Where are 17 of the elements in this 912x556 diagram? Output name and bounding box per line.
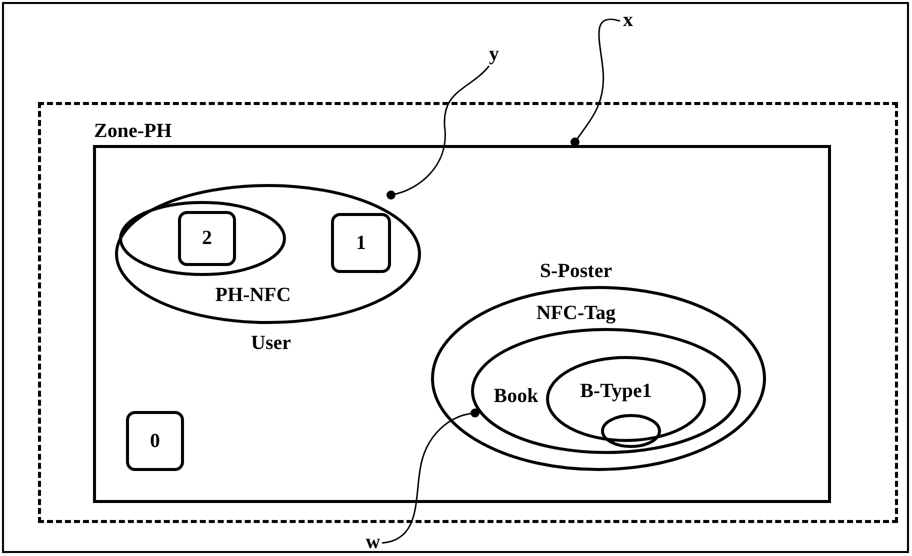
region-label: Book	[494, 384, 538, 408]
region-label: S-Poster	[540, 259, 612, 283]
leader-line	[570, 18, 620, 146]
region-label: B-Type1	[580, 379, 652, 403]
site-box: 0	[126, 411, 184, 471]
region-label: NFC-Tag	[536, 301, 616, 325]
region-label: Zone-PH	[94, 119, 172, 143]
region-label: User	[251, 331, 291, 355]
site-box: 2	[178, 211, 236, 266]
link-name: x	[620, 8, 636, 32]
link-name: w	[364, 530, 382, 554]
leader-line	[386, 66, 490, 200]
link-name: y	[486, 42, 502, 66]
leader-line	[382, 408, 480, 544]
dashed-rectangle	[38, 102, 898, 523]
region-label: PH-NFC	[215, 283, 291, 307]
site-box: 1	[331, 213, 391, 273]
